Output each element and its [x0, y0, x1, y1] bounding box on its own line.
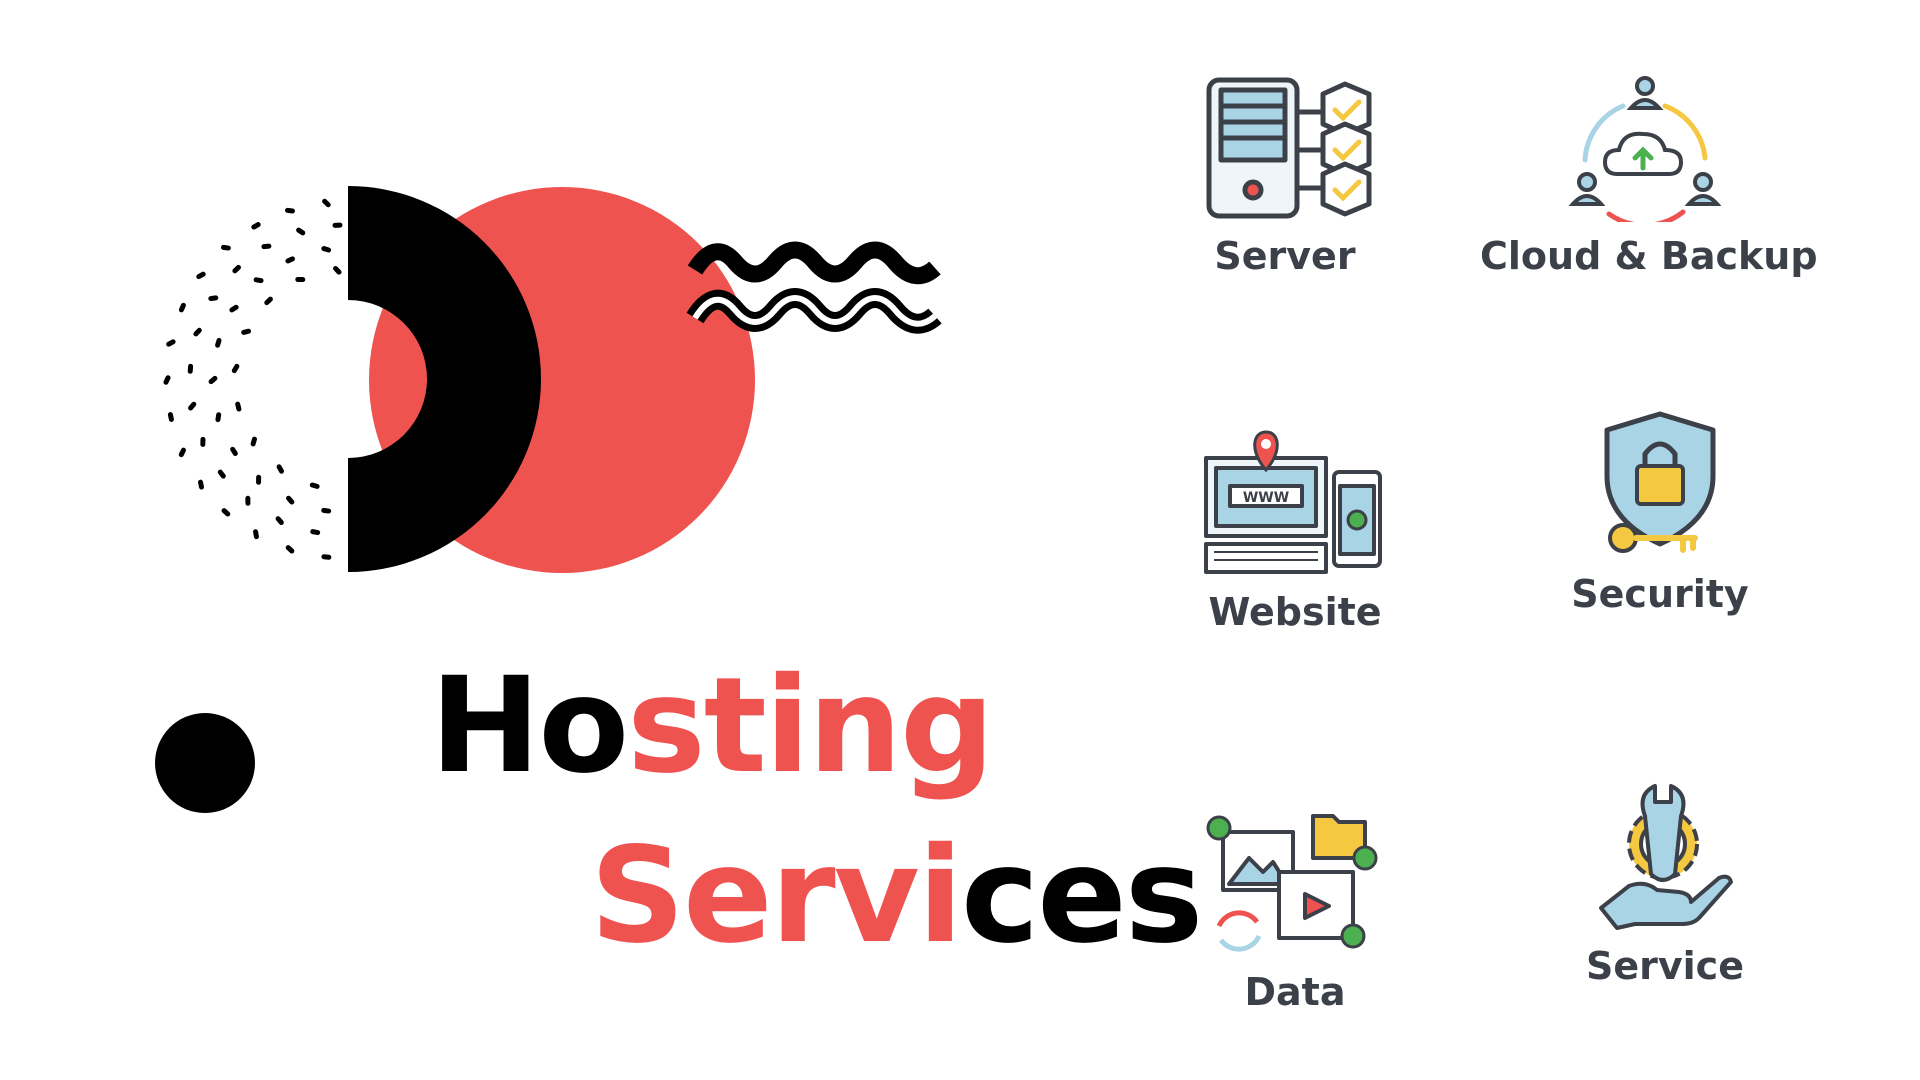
ring-dash [253, 277, 264, 284]
ring-dash [230, 446, 238, 457]
security-shield-icon [1604, 411, 1716, 553]
ring-dash [286, 495, 295, 505]
ring-dash [188, 401, 197, 411]
black-half-ring [348, 186, 541, 572]
service-service: Service [1500, 782, 1830, 988]
ring-dash [261, 243, 272, 250]
ring-dash [167, 412, 174, 422]
service-label-server: Server [1214, 234, 1356, 278]
ring-dash [187, 363, 194, 374]
service-label-service: Service [1586, 944, 1744, 988]
ring-dash [285, 256, 295, 264]
title-line-hosting: Hosting [430, 660, 995, 792]
ring-dash [178, 302, 186, 313]
service-website: WWW Website [1130, 428, 1460, 634]
service-gear-hand-icon [1599, 784, 1733, 930]
ring-dash [253, 529, 259, 540]
ring-dash [166, 339, 176, 347]
title-services-accent: Servi [590, 819, 963, 973]
ring-dash [208, 295, 219, 302]
ring-dash [333, 266, 342, 275]
server-icon [1206, 77, 1372, 219]
ring-dash [332, 222, 343, 228]
service-data: Data [1130, 808, 1460, 1014]
decorative-artwork [155, 186, 942, 813]
title-hosting-accent: sting [627, 649, 994, 803]
ring-dash [217, 469, 226, 479]
wavy-lines [686, 241, 942, 334]
ring-dash [275, 516, 284, 526]
ring-dash [215, 337, 222, 348]
title-line-services: Services [590, 830, 1203, 962]
ring-dash [215, 412, 222, 423]
ring-dash [221, 508, 231, 517]
ring-dash [256, 474, 262, 485]
ring-dash [310, 529, 321, 536]
ring-dash [231, 363, 240, 374]
dotted-half-ring [163, 198, 343, 560]
service-security: Security [1495, 410, 1825, 616]
ring-dash [241, 328, 252, 335]
ring-dash [235, 401, 242, 412]
service-label-website: Website [1208, 590, 1382, 634]
data-files-icon [1206, 814, 1378, 952]
service-label-security: Security [1571, 572, 1749, 616]
ring-dash [245, 495, 251, 506]
ring-dash [193, 327, 202, 337]
service-server: Server [1120, 72, 1450, 278]
title-hosting-dark: Ho [430, 649, 629, 803]
ring-dash [264, 296, 273, 306]
ring-dash [232, 264, 241, 274]
service-label-data: Data [1244, 970, 1346, 1014]
title-services-dark: ces [960, 819, 1203, 973]
ring-dash [321, 507, 332, 514]
ring-dash [285, 207, 295, 214]
ring-dash [196, 271, 206, 280]
ring-dash [322, 198, 331, 208]
service-cloud-backup: Cloud & Backup [1480, 72, 1818, 278]
ring-dash [295, 276, 306, 283]
black-dot [155, 713, 255, 813]
ring-dash [163, 375, 171, 385]
ring-dash [178, 447, 186, 458]
ring-dash [250, 436, 257, 447]
ring-dash [208, 375, 218, 385]
ring-dash [309, 482, 320, 489]
website-icon: WWW [1204, 430, 1382, 574]
ring-dash [198, 479, 204, 490]
ring-dash [285, 545, 295, 554]
ring-dash [321, 246, 332, 253]
ring-dash [296, 227, 306, 236]
svg-text:WWW: WWW [1243, 490, 1289, 506]
cloud-backup-icon [1568, 76, 1722, 222]
ring-dash [200, 436, 206, 447]
ring-dash [321, 554, 332, 560]
service-label-cloud-backup: Cloud & Backup [1480, 234, 1818, 278]
ring-dash [220, 244, 231, 251]
ring-dash [229, 304, 239, 313]
ring-dash [251, 222, 261, 230]
ring-dash [276, 464, 285, 474]
